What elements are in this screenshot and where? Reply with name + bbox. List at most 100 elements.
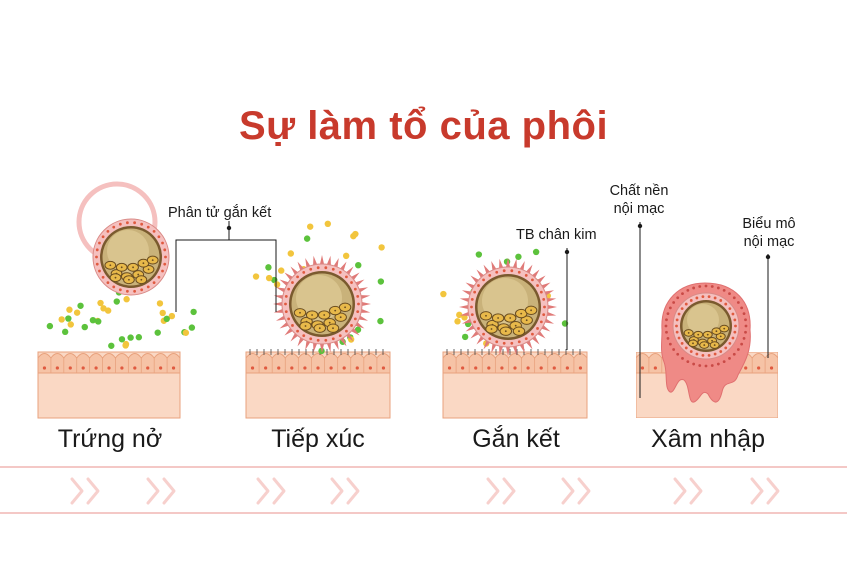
trophoblast-spike <box>459 311 470 316</box>
trophectoderm-nucleus <box>316 338 320 342</box>
molecule-dot <box>65 315 72 322</box>
invasion-nucleus <box>668 342 672 346</box>
trophectoderm-nucleus <box>542 298 546 301</box>
blastocyst <box>459 258 557 356</box>
stage-label-adhesion: Gắn kết <box>472 425 560 453</box>
cell-nucleus <box>474 366 478 370</box>
trophoblast-spike <box>512 258 517 269</box>
trophoblast-spike <box>459 298 470 303</box>
trophectoderm-nucleus <box>543 305 546 309</box>
trophectoderm-nucleus <box>482 278 485 282</box>
inner-cell-nucleus <box>142 262 145 265</box>
trophectoderm-nucleus <box>284 302 287 306</box>
inner-cell-nucleus <box>713 344 716 346</box>
trophectoderm-nucleus <box>542 313 546 316</box>
cell-nucleus <box>55 366 59 370</box>
trophectoderm-nucleus <box>338 270 342 274</box>
cell-nucleus <box>81 366 85 370</box>
inner-cell-nucleus <box>120 266 123 269</box>
trophectoderm-nucleus <box>284 295 288 298</box>
cell-nucleus <box>342 366 346 370</box>
trophoblast-spike <box>284 272 293 280</box>
invasion-nucleus <box>676 352 680 356</box>
molecule-dot <box>355 261 362 269</box>
trophectoderm-nucleus <box>95 255 98 259</box>
blastocoel-highlight <box>687 304 719 336</box>
invasion-nucleus <box>744 324 748 328</box>
molecule-dot <box>89 316 97 324</box>
trophectoderm-nucleus <box>146 285 150 289</box>
molecule-dot <box>67 321 74 328</box>
trophectoderm-nucleus <box>728 341 732 345</box>
chevron-arrow <box>346 477 360 505</box>
molecule-dot <box>118 336 126 343</box>
molecule-dot <box>46 322 54 330</box>
cell-nucleus <box>146 366 150 370</box>
trophectoderm-nucleus <box>536 284 539 287</box>
band-line-top <box>0 466 847 468</box>
trophoblast-spike <box>532 336 540 345</box>
invasion-nucleus <box>740 306 744 310</box>
stroma-dot <box>637 223 643 229</box>
inner-cell-nucleus <box>132 266 134 269</box>
inner-cell-nucleus <box>332 327 334 330</box>
invasion-nucleus <box>744 318 747 322</box>
invasion-nucleus <box>666 336 670 340</box>
trophectoderm-nucleus <box>713 296 717 300</box>
trophectoderm-nucleus <box>689 350 693 353</box>
trophectoderm-nucleus <box>719 350 723 353</box>
trophectoderm-nucleus <box>163 248 167 252</box>
trophectoderm-nucleus <box>701 295 705 299</box>
trophectoderm-nucleus <box>309 267 313 271</box>
trophectoderm-nucleus <box>101 235 105 239</box>
trophectoderm-nucleus <box>287 317 291 321</box>
invasion-nucleus <box>722 288 726 292</box>
invasion-nucleus <box>681 292 684 296</box>
inner-cell-nucleus <box>140 278 143 281</box>
trophectoderm-nucleus <box>112 225 116 229</box>
trophectoderm-nucleus <box>353 317 357 321</box>
trophectoderm-nucleus <box>324 338 328 342</box>
molecule-dot <box>303 235 311 242</box>
molecule-dot <box>252 273 260 280</box>
invasion-nucleus <box>710 364 714 367</box>
molecule-dot <box>354 326 362 333</box>
inner-cell-nucleus <box>687 332 690 334</box>
cell-nucleus <box>290 366 294 370</box>
inner-cell-nucleus <box>299 311 301 314</box>
trophectoderm-nucleus <box>164 255 167 259</box>
cell-nucleus <box>120 366 124 370</box>
tissue-block <box>442 349 588 419</box>
trophoblast-spike <box>491 343 497 354</box>
molecule-dot <box>324 220 332 228</box>
chevron-arrow <box>272 477 286 505</box>
trophectoderm-nucleus <box>163 262 167 266</box>
label-trophoblast: TB chân kim <box>516 227 597 243</box>
trophoblast-spike <box>526 264 533 274</box>
trophectoderm-nucleus <box>296 275 299 279</box>
trophectoderm-nucleus <box>733 318 737 322</box>
inner-cell-nucleus <box>318 327 321 330</box>
trophectoderm-nucleus <box>112 285 116 289</box>
tissue-block <box>245 349 391 419</box>
cell-nucleus <box>264 366 268 370</box>
stage-label-invasion: Xâm nhập <box>651 425 765 453</box>
cell-nucleus <box>94 366 98 370</box>
trophectoderm-nucleus <box>510 341 514 345</box>
molecule-dot <box>108 342 115 349</box>
trophectoderm-nucleus <box>291 324 294 327</box>
cell-nucleus <box>565 366 569 370</box>
trophectoderm-nucleus <box>356 310 360 313</box>
trophectoderm-nucleus <box>728 307 732 311</box>
tissue-block <box>37 351 181 419</box>
cell-nucleus <box>107 366 111 370</box>
trophectoderm-nucleus <box>152 229 156 233</box>
trophoblast-spike <box>541 282 551 289</box>
molecule-dot <box>156 300 164 307</box>
trophectoderm-nucleus <box>707 353 711 357</box>
chevron-arrow <box>766 477 780 505</box>
cell-nucleus <box>552 366 556 370</box>
trophoblast-spike <box>273 302 283 306</box>
trophoblast-spike <box>465 325 475 332</box>
